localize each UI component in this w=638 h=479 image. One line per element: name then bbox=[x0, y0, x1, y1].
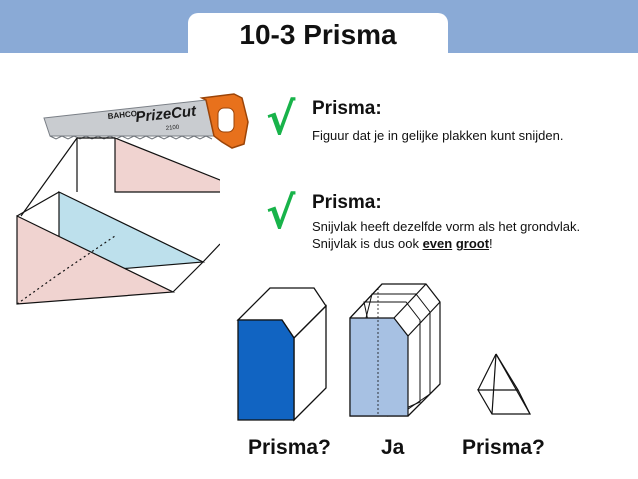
point-1-text: Figuur dat je in gelijke plakken kunt sn… bbox=[312, 128, 564, 143]
point-1-heading: Prisma: bbox=[312, 98, 382, 119]
point-2-text-after: ! bbox=[489, 236, 493, 251]
sliced-solid-bottom-edge bbox=[407, 383, 441, 417]
sliced-solid-top-edge-2 bbox=[393, 283, 427, 319]
title-tab bbox=[188, 13, 448, 57]
page-title: 10-3 Prisma bbox=[239, 19, 397, 50]
saw-brand-text: BAHCO bbox=[107, 109, 137, 121]
pyramid-edge-3 bbox=[495, 353, 531, 415]
sliced-solid bbox=[349, 283, 441, 417]
prism-top-left-edge bbox=[20, 137, 78, 217]
checkmark-icon: √ bbox=[266, 188, 296, 239]
hidden-edge-2 bbox=[58, 235, 116, 275]
point-2-text-before: Snijvlak is dus ook bbox=[312, 236, 423, 251]
checkmark-icon: √ bbox=[266, 94, 296, 145]
saw-logo-text: PrizeCut bbox=[135, 103, 198, 126]
saw-handle-grip-hole bbox=[217, 107, 235, 133]
prism-long-edge bbox=[172, 261, 204, 293]
caption-middle: Ja bbox=[381, 436, 405, 459]
front-slice-face bbox=[16, 215, 176, 305]
pyramid-illustration bbox=[476, 353, 531, 415]
sliced-prism-illustration bbox=[16, 137, 220, 305]
caption-right: Prisma? bbox=[462, 436, 545, 459]
saw-illustration: BAHCO PrizeCut 2100 bbox=[43, 93, 249, 149]
point-2-emphasis-even: even bbox=[422, 236, 453, 251]
caption-left: Prisma? bbox=[248, 436, 331, 459]
point-2-text-line2: Snijvlak is dus ook even groot! bbox=[312, 236, 493, 252]
point-2-heading: Prisma: bbox=[312, 192, 382, 213]
pyramid-edge-1 bbox=[477, 353, 497, 391]
prism-right-edge bbox=[202, 243, 220, 263]
pyramid-base bbox=[476, 389, 531, 415]
solid-front-face bbox=[237, 319, 295, 421]
hidden-edge bbox=[16, 273, 60, 305]
point-2-emphasis-groot: groot bbox=[455, 236, 490, 251]
point-2-text-line1: Snijvlak heeft dezelfde vorm als het gro… bbox=[312, 219, 581, 234]
sliced-solid-top-edge bbox=[349, 283, 383, 319]
prism-question-solid bbox=[236, 287, 327, 422]
prism-left-upper-edge bbox=[16, 191, 60, 217]
saw-model-text: 2100 bbox=[166, 125, 181, 132]
back-slice-face bbox=[114, 137, 220, 193]
pyramid-edge-4 bbox=[491, 353, 497, 415]
slice-face-blue bbox=[349, 317, 409, 417]
sliced-solid-side-edge bbox=[407, 301, 441, 337]
